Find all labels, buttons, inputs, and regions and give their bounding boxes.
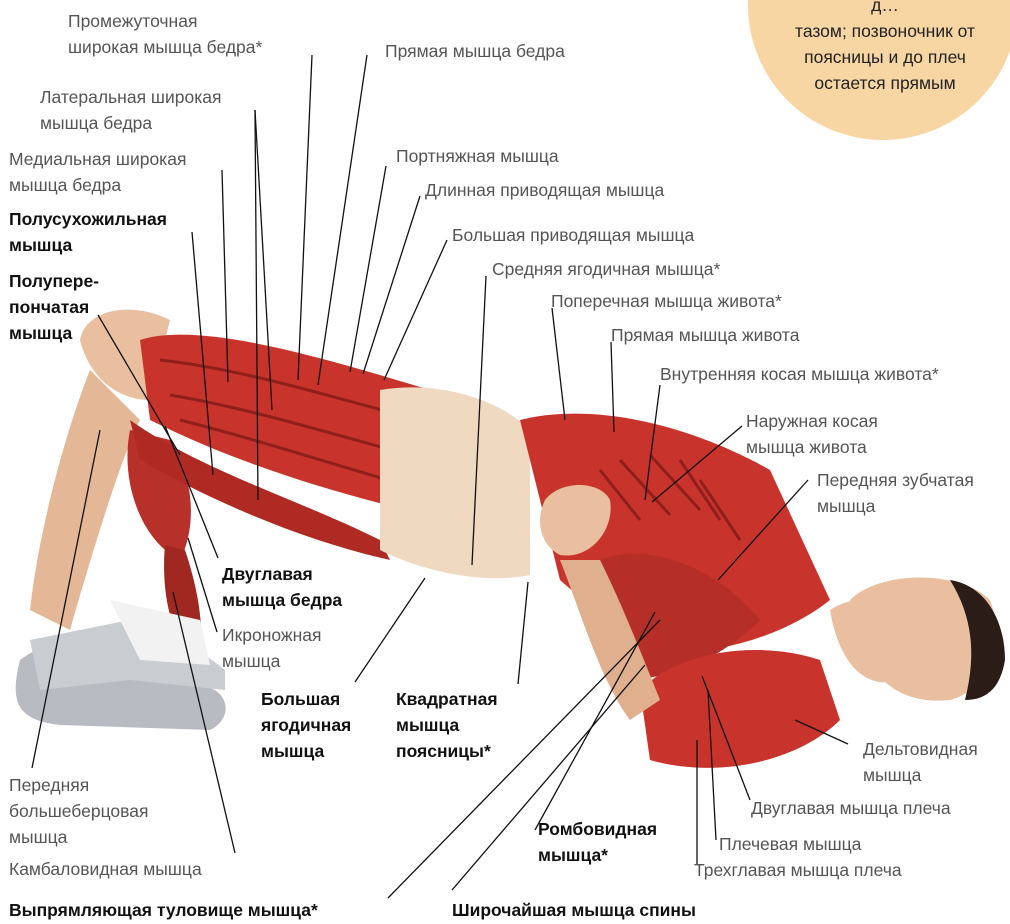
label-brachialis: Плечевая мышца: [719, 831, 861, 857]
label-tibialis-anterior: Передняя большеберцовая мышца: [9, 772, 148, 850]
label-internal-oblique: Внутренняя косая мышца живота*: [660, 361, 939, 387]
label-deltoid: Дельтовидная мышца: [863, 736, 978, 788]
label-soleus: Камбаловидная мышца: [9, 856, 202, 882]
label-adductor-magnus: Большая приводящая мышца: [452, 222, 694, 248]
label-vastus-lateralis: Латеральная широкая мышца бедра: [40, 84, 221, 136]
label-gluteus-medius: Средняя ягодичная мышца*: [492, 256, 720, 282]
label-rectus-femoris: Прямая мышца бедра: [385, 38, 565, 64]
label-gluteus-maximus: Большая ягодичная мышца: [261, 686, 351, 764]
label-rectus-abdominis: Прямая мышца живота: [611, 322, 799, 348]
label-external-oblique: Наружная косая мышца живота: [746, 408, 878, 460]
label-adductor-longus: Длинная приводящая мышца: [425, 177, 664, 203]
label-quadratus-lumborum: Квадратная мышца поясницы*: [396, 686, 498, 764]
label-transversus-abdominis: Поперечная мышца живота*: [551, 288, 782, 314]
label-triceps: Трехглавая мышца плеча: [694, 857, 902, 883]
label-gastrocnemius: Икроножная мышца: [222, 622, 321, 674]
label-semimembranosus: Полупере- пончатая мышца: [9, 268, 99, 346]
label-sartorius: Портняжная мышца: [396, 143, 559, 169]
label-serratus-anterior: Передняя зубчатая мышца: [817, 467, 974, 519]
label-semitendinosus: Полусухожильная мышца: [9, 206, 167, 258]
label-biceps-femoris: Двуглавая мышца бедра: [222, 561, 342, 613]
label-biceps-brachii: Двуглавая мышца плеча: [751, 795, 951, 821]
label-rhomboid: Ромбовидная мышца*: [538, 816, 657, 868]
label-vastus-medialis: Медиальная широкая мышца бедра: [9, 146, 186, 198]
label-latissimus-dorsi: Широчайшая мышца спины: [452, 897, 696, 923]
label-erector-spinae: Выпрямляющая туловище мышца*: [9, 897, 318, 923]
label-vastus-intermedius: Промежуточная широкая мышца бедра*: [68, 8, 262, 60]
